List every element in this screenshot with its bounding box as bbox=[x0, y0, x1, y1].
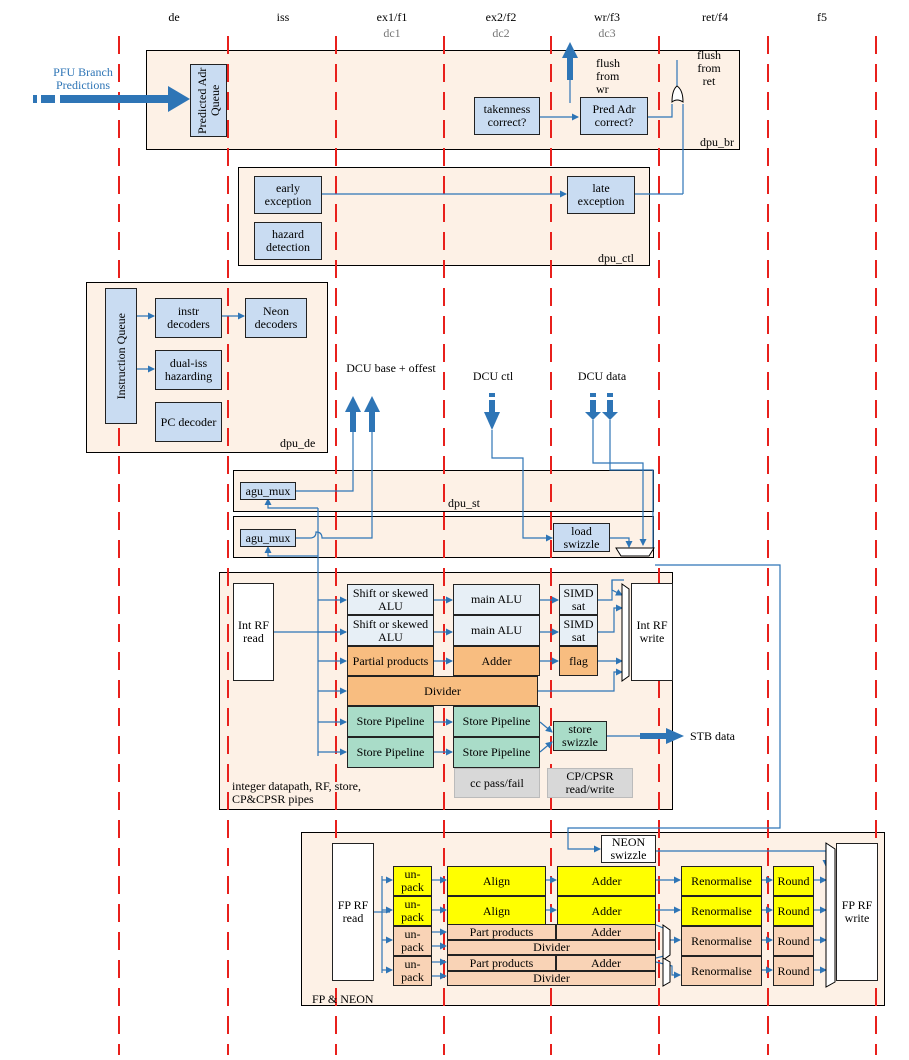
mux-shapes bbox=[615, 547, 836, 988]
pfu-branch-predictions-label: PFU Branch Predictions bbox=[53, 65, 113, 92]
flush-from-ret-label: flush from ret bbox=[697, 48, 721, 88]
stage-sub-dc3: dc3 bbox=[598, 26, 616, 40]
unpack-3: un-pack bbox=[393, 926, 432, 956]
adder-block: Adder bbox=[453, 646, 540, 676]
shift-alu-2: Shift or skewed ALU bbox=[347, 615, 434, 646]
dcu-ctl-label: DCU ctl bbox=[472, 369, 514, 383]
main-alu-2: main ALU bbox=[453, 615, 540, 646]
bus-arrows bbox=[345, 42, 684, 744]
fp-rf-read-block: FP RF read bbox=[332, 843, 374, 981]
stage-header-iss: iss bbox=[276, 10, 290, 24]
fp-align-1: Align bbox=[447, 866, 546, 896]
fp-part-products-1: Part products bbox=[447, 924, 556, 940]
int-rf-read-block: Int RF read bbox=[233, 583, 274, 681]
dcu-data-label: DCU data bbox=[577, 369, 627, 383]
fp-rf-write-block: FP RF write bbox=[836, 843, 878, 981]
divider-block: Divider bbox=[347, 676, 538, 706]
neon-decoders-block: Neon decoders bbox=[245, 298, 307, 338]
cc-pass-fail-block: cc pass/fail bbox=[454, 768, 540, 798]
neon-swizzle-block: NEON swizzle bbox=[601, 835, 656, 863]
load-swizzle-block: load swizzle bbox=[553, 523, 610, 552]
store-pipeline-4: Store Pipeline bbox=[453, 737, 540, 768]
fp-divider-1: Divider bbox=[447, 940, 656, 955]
fp-adder-3: Adder bbox=[556, 924, 656, 940]
renormalise-3: Renormalise bbox=[681, 926, 762, 956]
agu-mux-1: agu_mux bbox=[240, 482, 296, 500]
flush-from-wr-label: flush from wr bbox=[596, 56, 620, 96]
early-exception-block: early exception bbox=[254, 176, 322, 214]
late-exception-block: late exception bbox=[567, 176, 635, 214]
dpu-ctl-label: dpu_ctl bbox=[598, 251, 634, 265]
cp-cpsr-block: CP/CPSR read/write bbox=[547, 768, 633, 798]
takenness-correct-block: takenness correct? bbox=[474, 97, 540, 135]
store-pipeline-2: Store Pipeline bbox=[347, 737, 434, 768]
fp-adder-4: Adder bbox=[556, 955, 656, 971]
unpack-2: un-pack bbox=[393, 896, 432, 926]
renormalise-4: Renormalise bbox=[681, 956, 762, 986]
fp-align-2: Align bbox=[447, 896, 546, 926]
unpack-4: un-pack bbox=[393, 956, 432, 986]
unpack-1: un-pack bbox=[393, 866, 432, 896]
partial-products-block: Partial products bbox=[347, 646, 434, 676]
fp-part-products-2: Part products bbox=[447, 955, 556, 971]
dpu-br-label: dpu_br bbox=[700, 135, 734, 149]
fp-neon-label: FP & NEON bbox=[312, 992, 374, 1006]
fp-adder-2: Adder bbox=[557, 896, 656, 926]
round-2: Round bbox=[773, 896, 814, 926]
simd-sat-1: SIMD sat bbox=[559, 584, 598, 615]
pfu-arrow bbox=[33, 86, 190, 112]
stage-header-ret: ret/f4 bbox=[702, 10, 728, 24]
store-swizzle-block: store swizzle bbox=[553, 721, 607, 751]
stage-header-wr: wr/f3 bbox=[594, 10, 620, 24]
instruction-queue-label: Instruction Queue bbox=[113, 312, 128, 400]
pred-adr-correct-block: Pred Adr correct? bbox=[580, 97, 648, 135]
stb-data-label: STB data bbox=[690, 729, 735, 743]
fp-divider-2: Divider bbox=[447, 971, 656, 986]
renormalise-1: Renormalise bbox=[681, 866, 762, 896]
agu-mux-2: agu_mux bbox=[240, 529, 296, 547]
dpu-st-label: dpu_st bbox=[448, 496, 481, 510]
fp-adder-1: Adder bbox=[557, 866, 656, 896]
integer-datapath-label: integer datapath, RF, store, CP&CPSR pip… bbox=[232, 779, 362, 806]
stage-header-ex1: ex1/f1 bbox=[376, 10, 408, 24]
store-pipeline-3: Store Pipeline bbox=[453, 706, 540, 737]
predicted-adr-queue-label: Predicted Adr Queue bbox=[194, 67, 222, 134]
stage-header-f5: f5 bbox=[817, 10, 827, 24]
instr-decoders-block: instr decoders bbox=[155, 298, 222, 338]
dual-iss-hazarding-block: dual-iss hazarding bbox=[155, 350, 222, 390]
dpu-de-label: dpu_de bbox=[280, 436, 316, 450]
stage-sub-dc2: dc2 bbox=[492, 26, 510, 40]
round-3: Round bbox=[773, 926, 814, 956]
main-alu-1: main ALU bbox=[453, 584, 540, 615]
dcu-base-offset-label: DCU base + offest bbox=[346, 361, 436, 375]
instruction-queue-block: Instruction Queue bbox=[105, 288, 137, 424]
round-1: Round bbox=[773, 866, 814, 896]
pc-decoder-block: PC decoder bbox=[155, 402, 222, 442]
round-4: Round bbox=[773, 956, 814, 986]
flag-block: flag bbox=[559, 646, 598, 676]
predicted-adr-queue: Predicted Adr Queue bbox=[190, 64, 227, 137]
simd-sat-2: SIMD sat bbox=[559, 615, 598, 646]
stage-sub-dc1: dc1 bbox=[383, 26, 401, 40]
stage-header-ex2: ex2/f2 bbox=[485, 10, 517, 24]
renormalise-2: Renormalise bbox=[681, 896, 762, 926]
shift-alu-1: Shift or skewed ALU bbox=[347, 584, 434, 615]
stage-header-de: de bbox=[168, 10, 180, 24]
store-pipeline-1: Store Pipeline bbox=[347, 706, 434, 737]
int-rf-write-block: Int RF write bbox=[631, 583, 673, 681]
hazard-detection-block: hazard detection bbox=[254, 222, 322, 260]
